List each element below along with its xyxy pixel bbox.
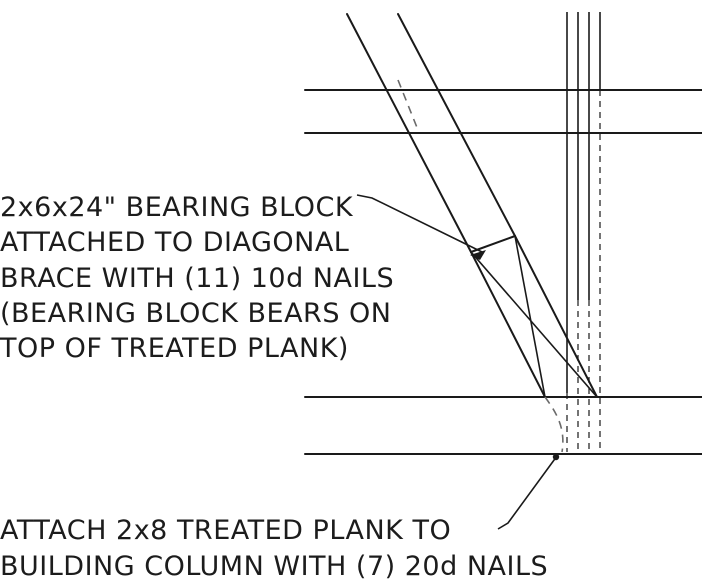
leader-bearing-block [356, 194, 486, 260]
note-line: BRACE WITH (11) 10d NAILS [0, 263, 394, 294]
arrowhead [470, 250, 486, 260]
note-line: (BEARING BLOCK BEARS ON [0, 298, 392, 329]
diagonal-brace [346, 13, 598, 453]
horizontal-members [304, 89, 702, 455]
note-line: ATTACH 2x8 TREATED PLANK TO [0, 515, 451, 546]
note-line: 2x6x24" BEARING BLOCK [0, 192, 354, 223]
leader-treated-plank [497, 453, 560, 530]
note-line: TOP OF TREATED PLANK) [0, 333, 349, 364]
note-line: BUILDING COLUMN WITH (7) 20d NAILS [0, 551, 548, 582]
note-bearing-block: 2x6x24" BEARING BLOCK ATTACHED TO DIAGON… [0, 192, 394, 364]
note-treated-plank: ATTACH 2x8 TREATED PLANK TO BUILDING COL… [0, 515, 548, 582]
building-column [566, 12, 601, 452]
note-line: ATTACHED TO DIAGONAL [0, 227, 349, 258]
leader-dot [552, 453, 560, 461]
